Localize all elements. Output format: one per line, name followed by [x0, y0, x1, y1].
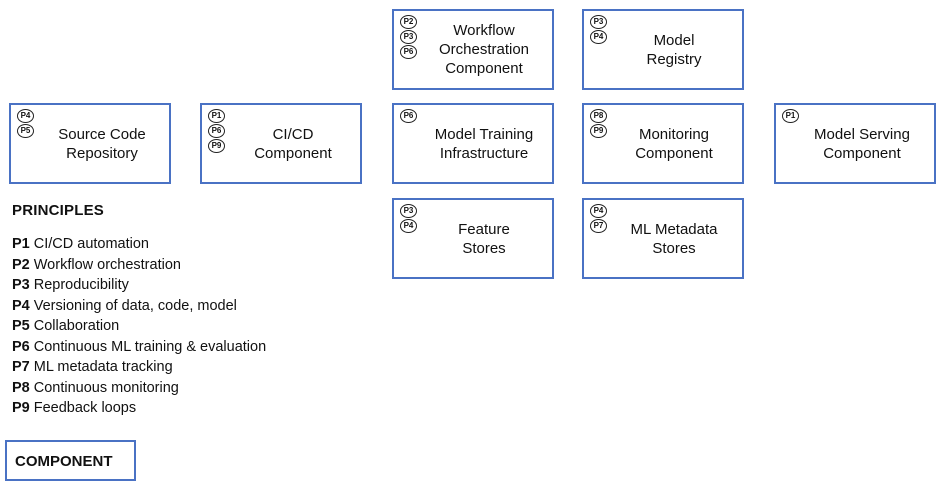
principle-code: P9 [12, 400, 30, 416]
component-name-line: Registry [646, 51, 702, 68]
principle-badge-p3: P3 [400, 30, 417, 44]
principle-badge-p3: P3 [400, 204, 417, 218]
principle-badge-p1: P1 [208, 109, 225, 123]
component-name-line: Stores [652, 240, 696, 257]
principle-code: P4 [12, 297, 30, 314]
principles-title: PRINCIPLES [12, 202, 105, 219]
component-name-line: Monitoring [638, 126, 710, 143]
principle-badge-p6: P6 [400, 109, 417, 123]
principle-badge-p2: P2 [400, 15, 417, 29]
principle-code: P1 [12, 236, 30, 252]
principle-badge-p4: P4 [400, 219, 417, 233]
component-name-line: CI/CD [272, 126, 314, 143]
principle-badge-p5: P5 [17, 124, 34, 138]
principle-text: Continuous ML training & evaluation [33, 338, 267, 355]
principle-text: Feedback loops [33, 400, 137, 416]
principle-text: ML metadata tracking [33, 359, 173, 375]
component-name-line: Orchestration [438, 41, 530, 58]
component-name: CI/CD Component [228, 125, 358, 163]
component-name-line: Repository [66, 145, 138, 162]
component-name-line: Component [635, 145, 713, 162]
component-name-line: Workflow [453, 22, 515, 39]
component-name-line: Model [653, 32, 695, 49]
principle-badges: P6 [400, 109, 417, 123]
principle-text: Collaboration [33, 318, 120, 334]
principle-code: P8 [12, 379, 30, 396]
principle-badges: P1 [782, 109, 799, 123]
principle-code: P5 [12, 318, 30, 334]
principle-badge-p8: P8 [590, 109, 607, 123]
component-name-line: Infrastructure [439, 145, 529, 162]
component-name-line: Component [445, 60, 523, 77]
component-name-line: Model Serving [814, 126, 910, 143]
legend-component-box: COMPONENT [5, 440, 136, 481]
principle-badge-p7: P7 [590, 219, 607, 233]
legend-component-label: COMPONENT [15, 453, 113, 470]
principle-text: Reproducibility [33, 277, 129, 293]
principle-text: Versioning of data, code, model [33, 297, 237, 314]
component-name-line: Component [254, 145, 332, 162]
principle-badge-p3: P3 [590, 15, 607, 29]
component-name-line: Feature [458, 221, 510, 238]
component-name-line: Source Code [58, 126, 146, 143]
component-name-line: Stores [462, 240, 506, 257]
principle-badge-p6: P6 [400, 45, 417, 59]
principle-badge-p4: P4 [17, 109, 34, 123]
principle-badge-p6: P6 [208, 124, 225, 138]
principle-badge-p1: P1 [782, 109, 799, 123]
principle-badge-p4: P4 [590, 30, 607, 44]
component-name-line: Model Training [434, 126, 534, 143]
principle-badge-p9: P9 [208, 139, 225, 153]
principle-code: P2 [12, 256, 30, 273]
principle-code: P6 [12, 338, 30, 355]
component-name-line: ML Metadata [630, 221, 718, 238]
principle-badge-p9: P9 [590, 124, 607, 138]
principle-code: P7 [12, 359, 30, 375]
principle-code: P3 [12, 277, 30, 293]
principle-text: Continuous monitoring [33, 379, 179, 396]
principle-badge-p4: P4 [590, 204, 607, 218]
component-name-line: Component [823, 145, 901, 162]
principle-text: Workflow orchestration [33, 256, 181, 273]
principle-text: CI/CD automation [33, 236, 149, 252]
